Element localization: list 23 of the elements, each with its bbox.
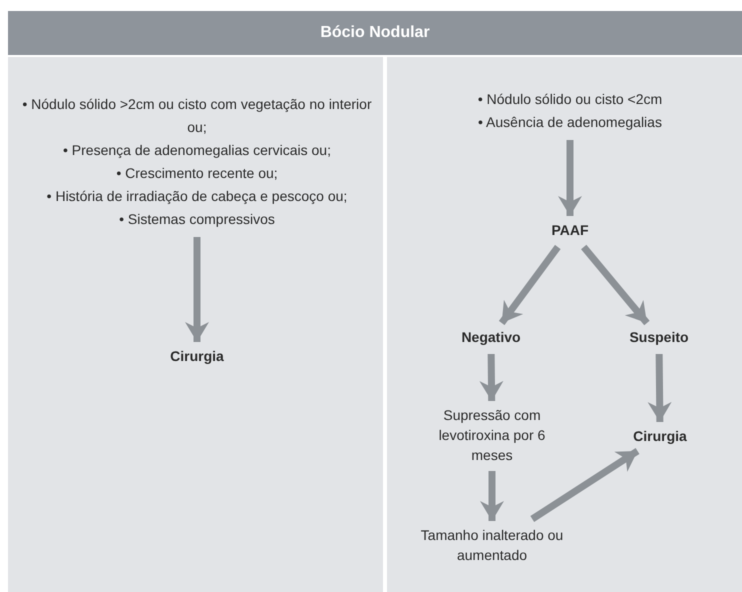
criteria-text: • Crescimento recente ou; [116,164,278,183]
step-label: Cirurgia [633,427,687,446]
arrow [530,448,640,522]
criteria-text: Supressão com levotiroxina por 6 meses [438,406,546,465]
arrow [648,354,672,422]
criteria-text: • Nódulo sólido >2cm ou cisto com vegetação no interior ou; [22,95,372,137]
arrow [185,237,209,342]
arrow [558,140,582,216]
arrow [581,244,650,326]
criteria-text: Tamanho inalterado ou aumentado [420,526,564,565]
criteria-text: • Presença de adenomegalias cervicais ou; [63,141,331,160]
step-label: Negativo [461,328,521,347]
title-banner: Bócio Nodular [8,11,742,55]
arrow [480,471,504,521]
criteria-text: • História de irradiação de cabeça e pescoço ou; [46,187,348,206]
step-label: Cirurgia [170,347,224,366]
step-label: Suspeito [629,328,689,347]
arrow [498,244,561,326]
step-label: PAAF [551,221,589,240]
criteria-text: • Sistemas compressivos [119,210,275,229]
criteria-text: • Ausência de adenomegalias [478,113,662,132]
arrow [479,354,504,402]
criteria-text: • Nódulo sólido ou cisto <2cm [478,90,662,109]
